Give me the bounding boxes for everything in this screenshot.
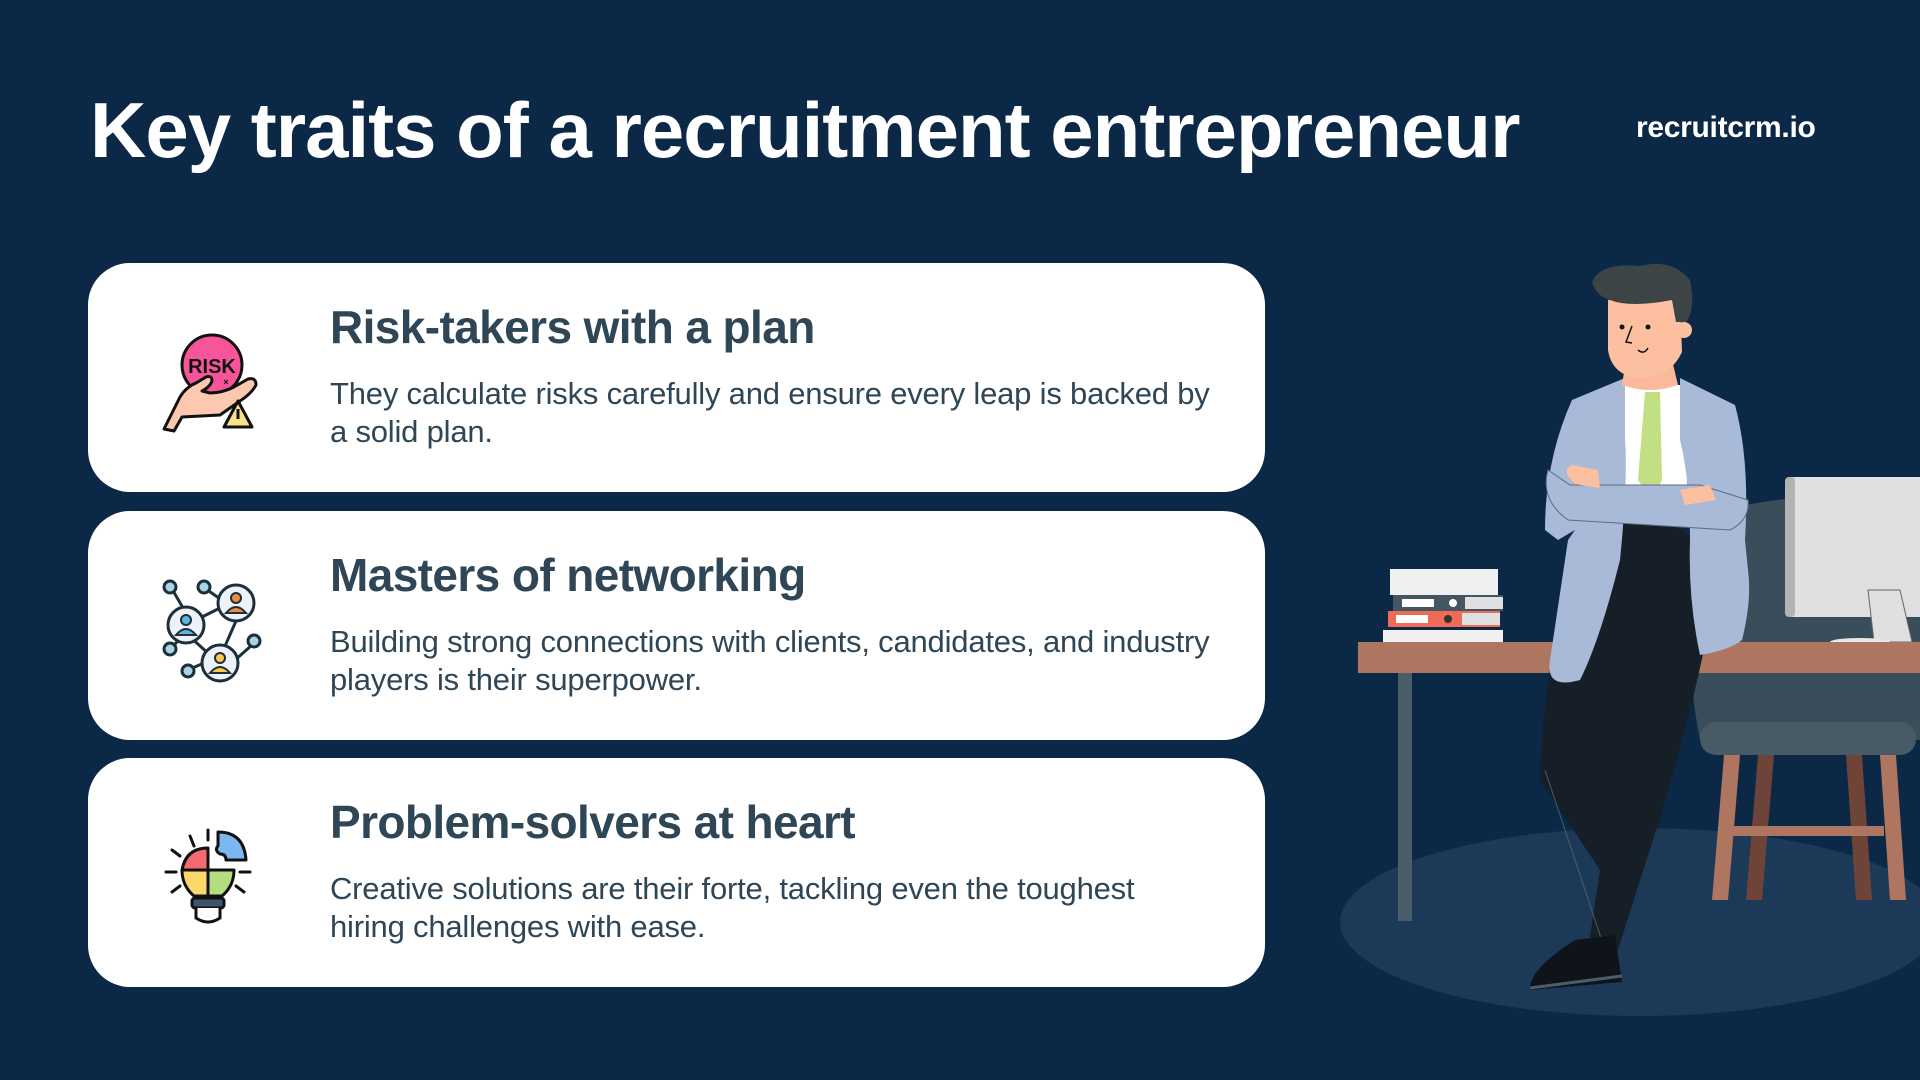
trait-description: Creative solutions are their forte, tack… — [330, 871, 1135, 944]
man-with-crossed-arms — [1529, 263, 1750, 990]
trait-description: Building strong connections with clients… — [330, 624, 1210, 697]
risk-hand-icon: RISK × — [160, 331, 264, 435]
svg-text:×: × — [223, 377, 228, 387]
trait-card-risk-takers: RISK × Risk-takers with a plan They calc… — [88, 263, 1265, 492]
trait-description: They calculate risks carefully and ensur… — [330, 376, 1210, 449]
stack-of-books — [1383, 569, 1503, 642]
network-people-icon — [160, 579, 264, 683]
svg-text:RISK: RISK — [188, 356, 236, 378]
page-title: Key traits of a recruitment entrepreneur — [90, 86, 1520, 174]
chair-back — [1690, 495, 1920, 740]
puzzle-lightbulb-icon — [160, 826, 264, 930]
chair — [1700, 673, 1916, 900]
computer-monitor — [1785, 477, 1920, 646]
trait-heading: Risk-takers with a plan — [330, 301, 815, 353]
trait-heading: Problem-solvers at heart — [330, 796, 856, 848]
trait-heading: Masters of networking — [330, 549, 806, 601]
trait-card-problem-solvers: Problem-solvers at heart Creative soluti… — [88, 758, 1265, 987]
brand-logo-text: recruitcrm.io — [1636, 111, 1816, 144]
trait-card-networking: Masters of networking Building strong co… — [88, 511, 1265, 740]
desk — [1358, 642, 1920, 921]
floor-shadow — [1340, 828, 1920, 1016]
